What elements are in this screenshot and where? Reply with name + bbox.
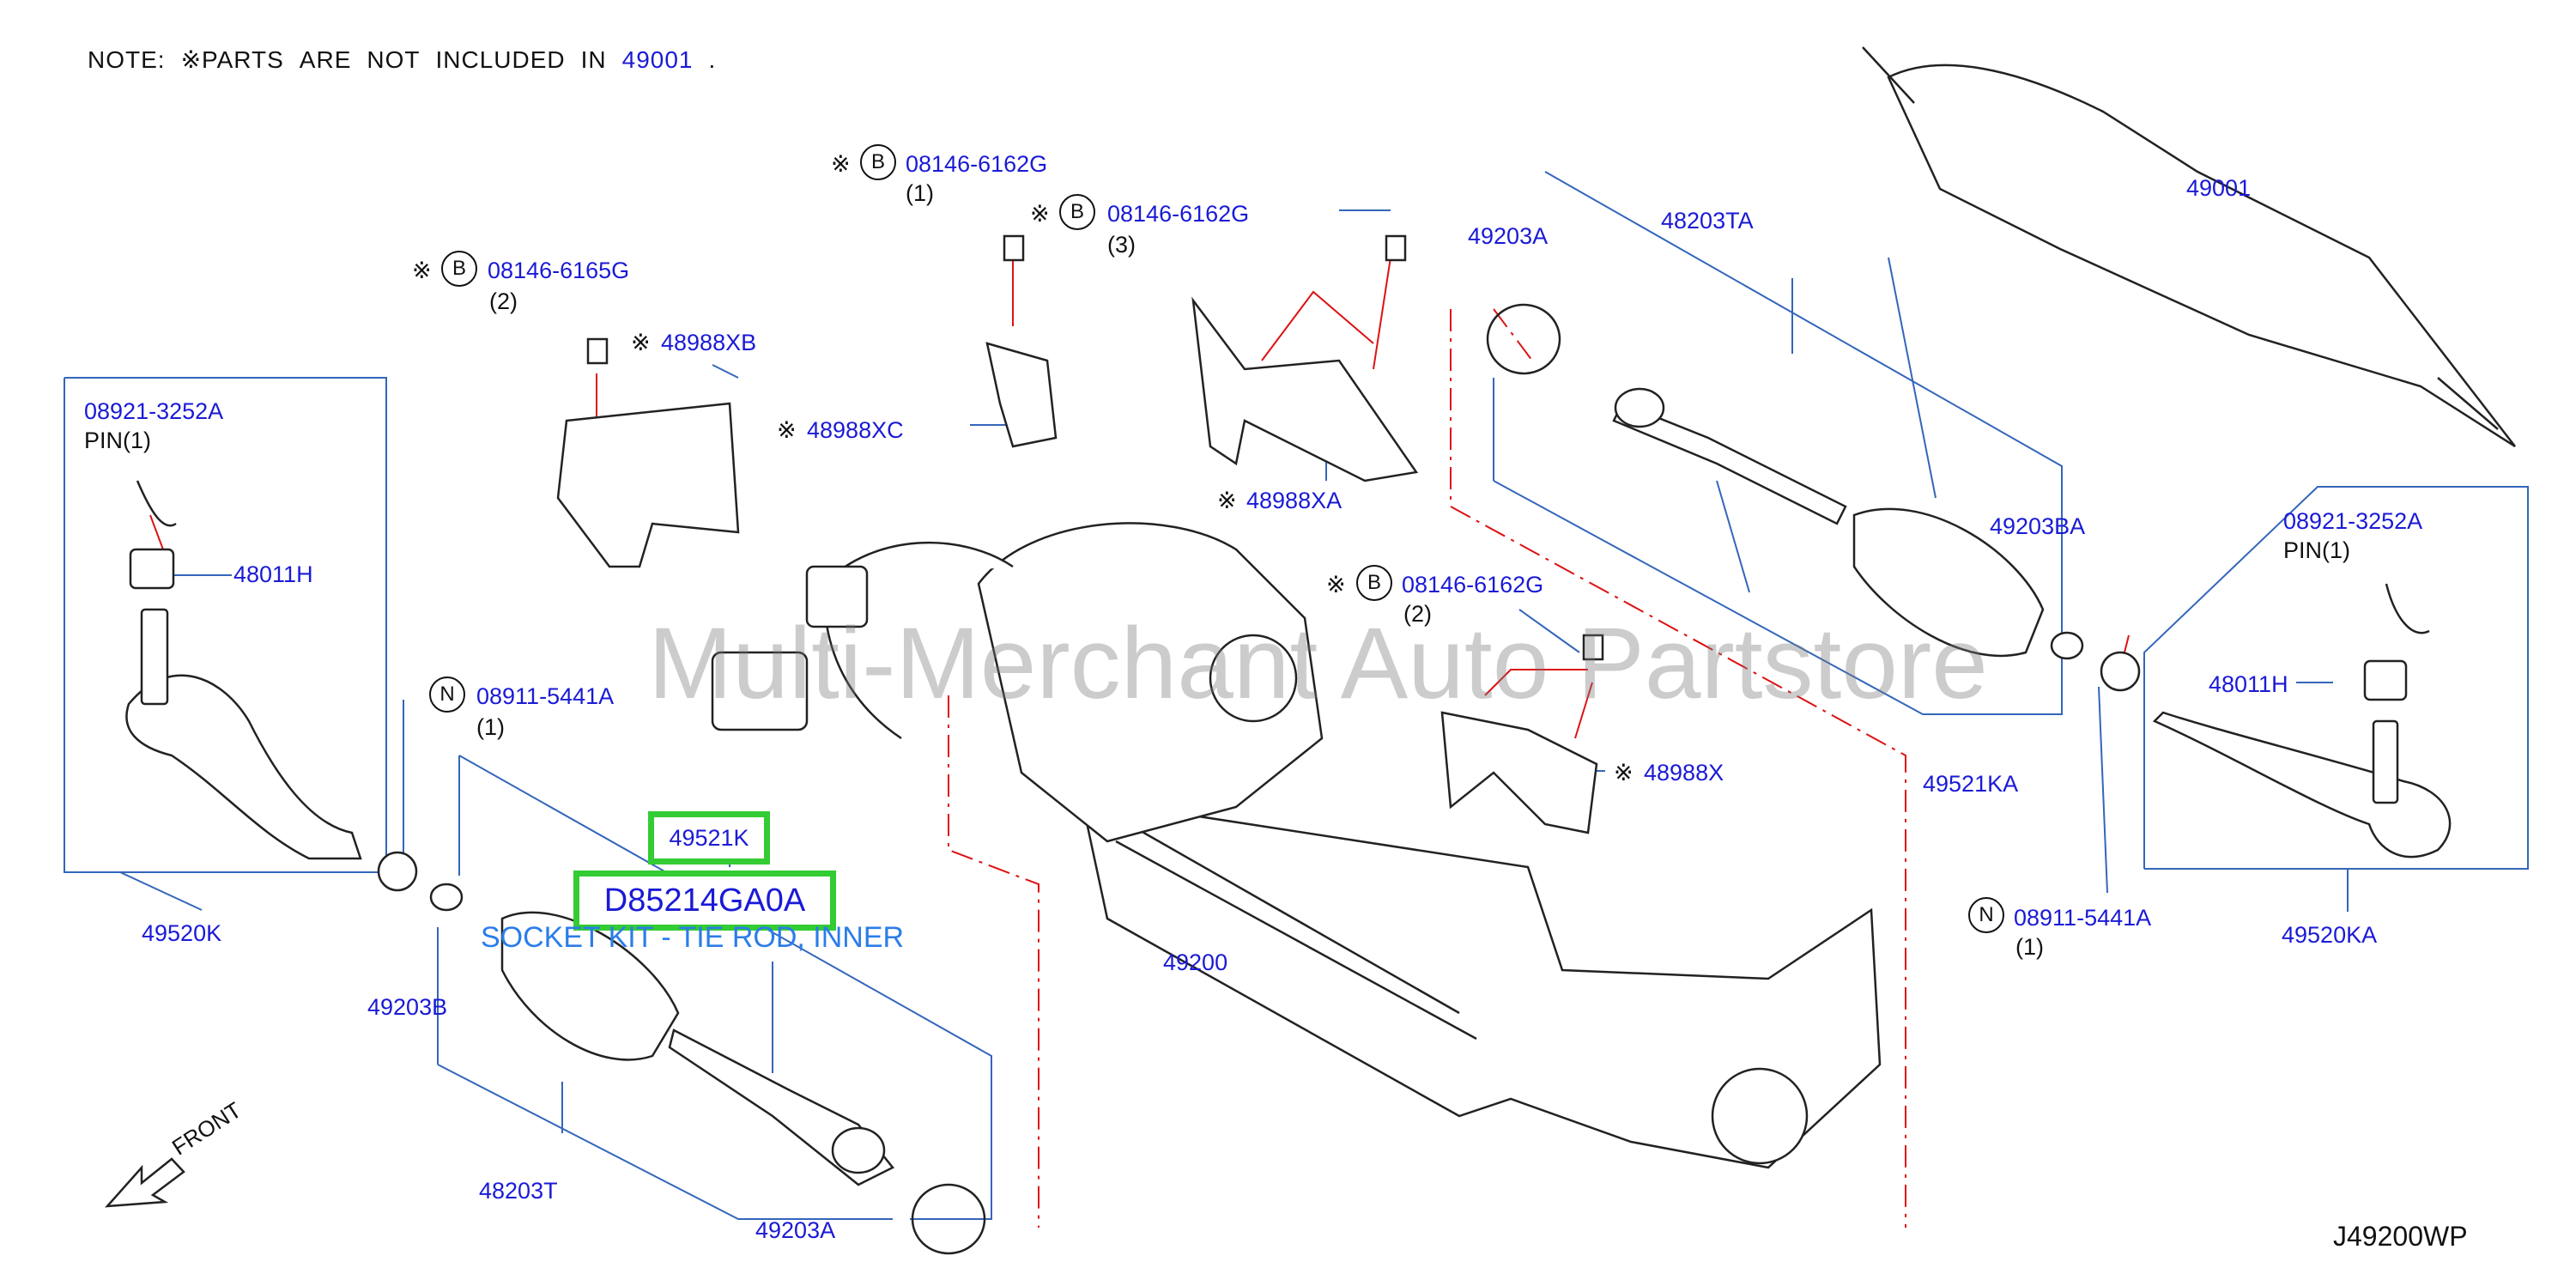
part-49203A-top[interactable]: 49203A — [1468, 223, 1549, 249]
nut-symbol-circle: N — [1968, 897, 2004, 933]
note-word: IN — [580, 46, 607, 73]
part-49520KA[interactable]: 49520KA — [2282, 922, 2378, 948]
qty-label: (1) — [906, 180, 934, 206]
right-boot — [1852, 507, 2045, 658]
part-49203A-bottom[interactable]: 49203A — [755, 1217, 836, 1243]
qty-label: (2) — [489, 288, 518, 314]
part-48988XA[interactable]: 48988XA — [1246, 488, 1343, 513]
pin-label-left: PIN(1) — [84, 428, 152, 453]
qty-label: (3) — [1107, 232, 1136, 258]
watermark: Multi-Merchant Auto Partstore — [648, 607, 1988, 720]
right-nut — [2100, 651, 2141, 692]
part-D85214GA0A: D85214GA0A — [603, 882, 806, 919]
rack-connector — [711, 651, 809, 731]
part-49200[interactable]: 49200 — [1163, 949, 1228, 975]
part-08146-6162G-mid[interactable]: 08146-6162G — [1402, 572, 1544, 598]
part-08921-3252A-right[interactable]: 08921-3252A — [2283, 508, 2423, 534]
qty-label: (1) — [2015, 934, 2044, 960]
note-word: INCLUDED — [435, 46, 566, 73]
bolt-top2 — [1385, 234, 1407, 262]
nut-symbol-circle: N — [429, 676, 465, 713]
asterisk-mark: ※ — [1326, 572, 1346, 598]
part-48203T[interactable]: 48203T — [479, 1178, 558, 1204]
part-silhouettes — [125, 46, 2516, 1255]
qty-label: (2) — [1403, 601, 1432, 627]
part-49521K: 49521K — [669, 824, 749, 851]
bolt-leaders — [149, 257, 1593, 739]
bolt-mid — [1582, 634, 1604, 661]
note-suffix: . — [708, 46, 717, 73]
asterisk-mark: ※ — [1614, 760, 1633, 786]
part-48988XB[interactable]: 48988XB — [661, 330, 757, 355]
note-word: ARE — [299, 46, 352, 73]
part-48011H-left[interactable]: 48011H — [233, 561, 313, 587]
part-49203B[interactable]: 49203B — [367, 994, 448, 1020]
right-castle-nut — [2363, 659, 2408, 701]
note-word: ※PARTS — [180, 46, 284, 73]
left-castle-nut — [129, 548, 175, 590]
bracket-48988X — [1440, 711, 1598, 834]
note-part-link[interactable]: 49001 — [621, 46, 694, 73]
part-48988XC[interactable]: 48988XC — [807, 417, 904, 443]
bracket-48988XB — [556, 402, 740, 568]
asterisk-mark: ※ — [1030, 201, 1050, 227]
part-48203TA[interactable]: 48203TA — [1661, 208, 1754, 234]
bolt-symbol-circle: B — [860, 144, 896, 180]
bracket-48988XA — [1191, 296, 1419, 482]
asterisk-mark: ※ — [631, 330, 651, 355]
pinion-cap — [1711, 1067, 1809, 1165]
bolt-symbol-circle: B — [441, 251, 477, 287]
bracket-48988XC — [985, 342, 1058, 448]
asterisk-mark: ※ — [831, 151, 851, 177]
part-49203BA[interactable]: 49203BA — [1990, 513, 2086, 539]
part-48988X[interactable]: 48988X — [1644, 760, 1724, 786]
bolt-top1 — [1003, 234, 1025, 262]
right-band — [1486, 303, 1561, 375]
note-line: NOTE: ※PARTS ARE NOT INCLUDED IN 49001. — [88, 48, 716, 72]
kit-description: SOCKET KIT - TIE ROD, INNER — [481, 921, 905, 954]
part-48011H-right[interactable]: 48011H — [2209, 671, 2288, 697]
pin-label-right: PIN(1) — [2283, 537, 2351, 563]
part-08146-6165G[interactable]: 08146-6165G — [488, 258, 630, 283]
part-08146-6162G-top2[interactable]: 08146-6162G — [1107, 201, 1250, 227]
rack-housing — [1080, 797, 1882, 1169]
part-49001[interactable]: 49001 — [2186, 175, 2252, 201]
part-08921-3252A-left[interactable]: 08921-3252A — [84, 398, 224, 424]
right-tie-rod-frame — [2143, 486, 2529, 870]
part-08911-5441A-left[interactable]: 08911-5441A — [476, 683, 615, 709]
bolt-left — [586, 337, 609, 365]
rack-thumbnail — [1887, 64, 2516, 448]
rack-motor — [977, 522, 1324, 843]
asterisk-mark: ※ — [1217, 488, 1237, 513]
note-word: NOT — [367, 46, 421, 73]
part-49521KA[interactable]: 49521KA — [1923, 771, 2019, 797]
part-08146-6162G-top1[interactable]: 08146-6162G — [906, 151, 1048, 177]
highlight-49521K[interactable]: 49521K — [648, 811, 770, 864]
bolt-symbol-circle: B — [1356, 565, 1392, 601]
left-nut — [377, 851, 418, 892]
front-arrow — [105, 1157, 185, 1208]
diagram-reference-code: J49200WP — [2333, 1221, 2468, 1252]
part-49520K[interactable]: 49520K — [142, 920, 222, 946]
part-08911-5441A-right[interactable]: 08911-5441A — [2014, 905, 2152, 931]
right-tie-rod-end — [2152, 711, 2452, 858]
note-prefix: NOTE: — [88, 46, 166, 73]
left-band — [911, 1183, 986, 1255]
left-tie-rod-end — [125, 674, 362, 860]
right-inner-rod — [1612, 402, 1847, 525]
bolt-symbol-circle: B — [1059, 194, 1095, 230]
asterisk-mark: ※ — [777, 417, 797, 443]
left-boot — [500, 911, 680, 1061]
asterisk-mark: ※ — [412, 258, 432, 283]
highlight-D85214GA0A[interactable]: D85214GA0A — [573, 871, 836, 931]
qty-label: (1) — [476, 714, 505, 740]
